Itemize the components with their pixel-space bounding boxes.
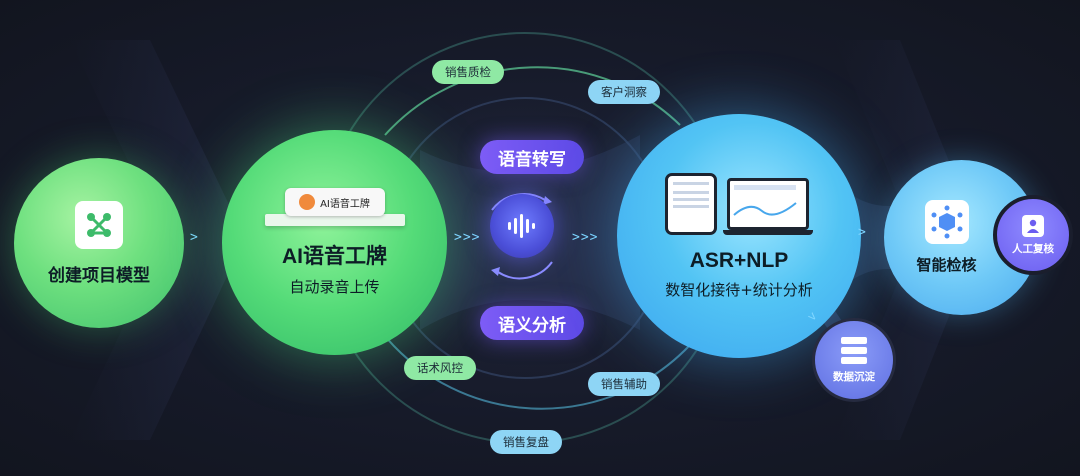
person-icon <box>1022 214 1044 237</box>
flow-arrow: >>> <box>572 230 599 245</box>
flow-arrow: >>> <box>454 230 481 245</box>
chevron-shape-left <box>70 40 245 440</box>
create-model-node: 创建项目模型 <box>14 158 184 328</box>
asr-nlp-subtitle: 数智化接待+统计分析 <box>665 280 813 299</box>
tag-sales-review: 销售复盘 <box>490 430 562 454</box>
flow-arrow: > <box>190 230 199 245</box>
mascot-icon <box>299 194 316 210</box>
tag-sales-assist: 销售辅助 <box>588 372 660 396</box>
waveform-icon <box>490 194 554 258</box>
voice-badge-node: AI语音工牌 AI语音工牌 自动录音上传 <box>222 130 447 355</box>
tag-talk-control: 话术风控 <box>404 356 476 380</box>
smart-inspection-label: 智能检核 <box>916 257 977 274</box>
flow-arrow: > <box>858 225 867 240</box>
speech-transcription-pill: 语音转写 <box>480 140 584 174</box>
laptop-screen <box>723 177 813 235</box>
asr-nlp-node: ASR+NLP 数智化接待+统计分析 <box>617 114 861 358</box>
voice-badge-subtitle: 自动录音上传 <box>289 278 380 296</box>
manual-review-label: 人工复核 <box>1012 242 1054 255</box>
phone-screen <box>665 172 717 235</box>
badge-device-label: AI语音工牌 <box>320 198 370 210</box>
tag-customer-insight: 客户洞察 <box>588 80 660 104</box>
data-storage-node: 数据沉淀 <box>812 318 896 402</box>
create-model-label: 创建项目模型 <box>48 265 150 285</box>
network-icon <box>75 200 123 249</box>
voice-badge-title: AI语音工牌 <box>282 245 387 268</box>
manual-review-node: 人工复核 <box>993 195 1073 275</box>
database-icon <box>841 336 867 365</box>
badge-device: AI语音工牌 <box>264 188 405 226</box>
tag-sales-quality: 销售质检 <box>432 60 504 84</box>
data-storage-label: 数据沉淀 <box>833 370 875 383</box>
asr-nlp-title: ASR+NLP <box>689 248 789 272</box>
semantic-analysis-pill: 语义分析 <box>480 306 584 340</box>
device-screens <box>665 172 813 235</box>
hexagon-network-icon <box>924 200 969 244</box>
